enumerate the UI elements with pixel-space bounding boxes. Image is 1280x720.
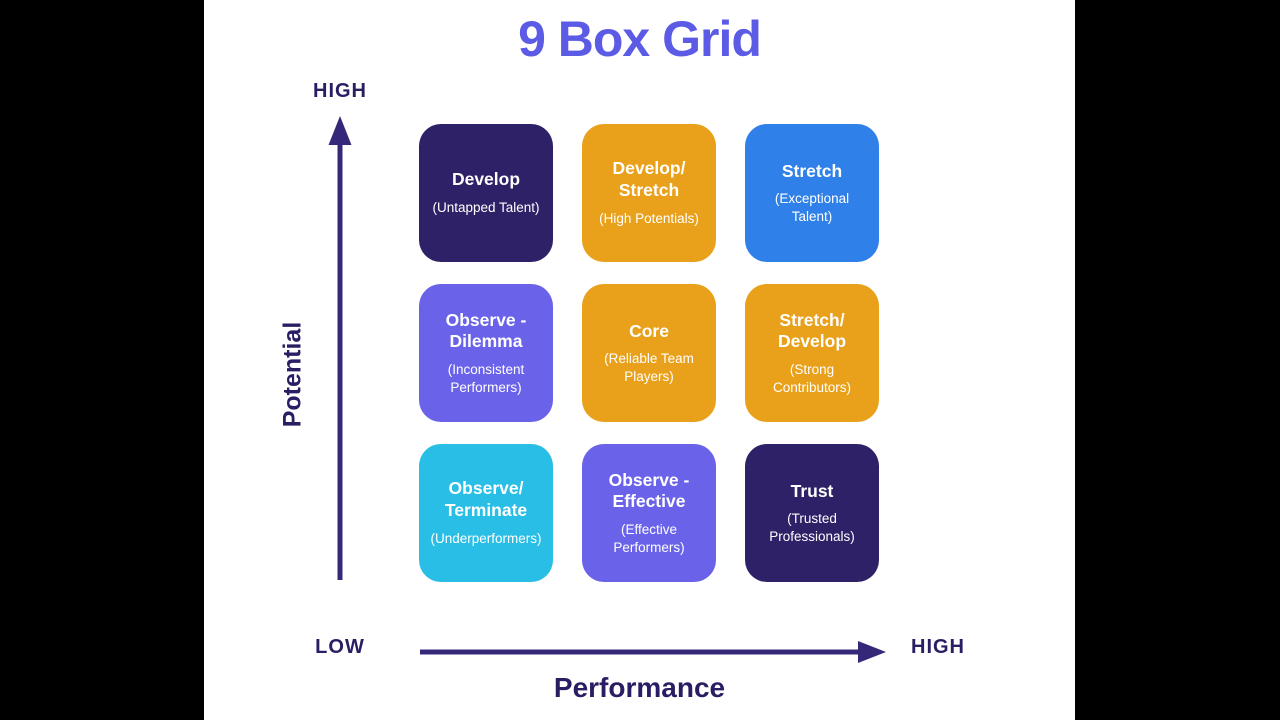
x-axis-low-label: LOW xyxy=(315,636,365,658)
cell-title: Observe - Effective xyxy=(608,469,690,512)
y-axis-high-label: HIGH xyxy=(313,80,367,102)
cell-title: Observe - Dilemma xyxy=(445,309,527,352)
grid-cell-develop: Develop (Untapped Talent) xyxy=(419,124,553,262)
cell-subtitle: (Untapped Talent) xyxy=(432,200,540,216)
cell-subtitle: (High Potentials) xyxy=(599,211,699,227)
grid-cell-observe-dilemma: Observe - Dilemma (Inconsistent Performe… xyxy=(419,284,553,422)
grid-cell-trust: Trust (Trusted Professionals) xyxy=(745,444,879,582)
cell-title: Develop/ Stretch xyxy=(612,158,686,201)
cell-subtitle: (Underperformers) xyxy=(430,531,542,547)
cell-title: Stretch xyxy=(781,160,843,181)
cell-title: Stretch/ Develop xyxy=(777,309,847,352)
nine-box-grid: Develop (Untapped Talent) Develop/ Stret… xyxy=(419,124,879,582)
cell-title: Develop xyxy=(451,169,521,190)
x-axis-high-label: HIGH xyxy=(911,636,965,658)
diagram-canvas: 9 Box Grid HIGH Potential Develop (Untap… xyxy=(204,0,1075,720)
x-axis-arrow-icon xyxy=(420,641,886,663)
cell-subtitle: (Reliable Team Players) xyxy=(604,351,694,384)
page-title: 9 Box Grid xyxy=(518,11,762,67)
cell-subtitle: (Effective Performers) xyxy=(613,522,685,555)
cell-title: Trust xyxy=(790,480,834,501)
cell-title: Core xyxy=(629,320,669,341)
cell-subtitle: (Inconsistent Performers) xyxy=(447,362,525,395)
grid-cell-stretch: Stretch (Exceptional Talent) xyxy=(745,124,879,262)
cell-subtitle: (Strong Contributors) xyxy=(772,362,852,395)
grid-cell-develop-stretch: Develop/ Stretch (High Potentials) xyxy=(582,124,716,262)
cell-title: Observe/ Terminate xyxy=(444,478,528,521)
x-axis-title: Performance xyxy=(553,672,726,703)
grid-cell-stretch-develop: Stretch/ Develop (Strong Contributors) xyxy=(745,284,879,422)
y-axis-arrow-icon xyxy=(328,116,352,580)
cell-subtitle: (Trusted Professionals) xyxy=(769,511,855,544)
grid-cell-observe-effective: Observe - Effective (Effective Performer… xyxy=(582,444,716,582)
y-axis-title: Potential xyxy=(278,321,307,428)
cell-subtitle: (Exceptional Talent) xyxy=(774,191,850,224)
grid-cell-core: Core (Reliable Team Players) xyxy=(582,284,716,422)
grid-cell-observe-terminate: Observe/ Terminate (Underperformers) xyxy=(419,444,553,582)
